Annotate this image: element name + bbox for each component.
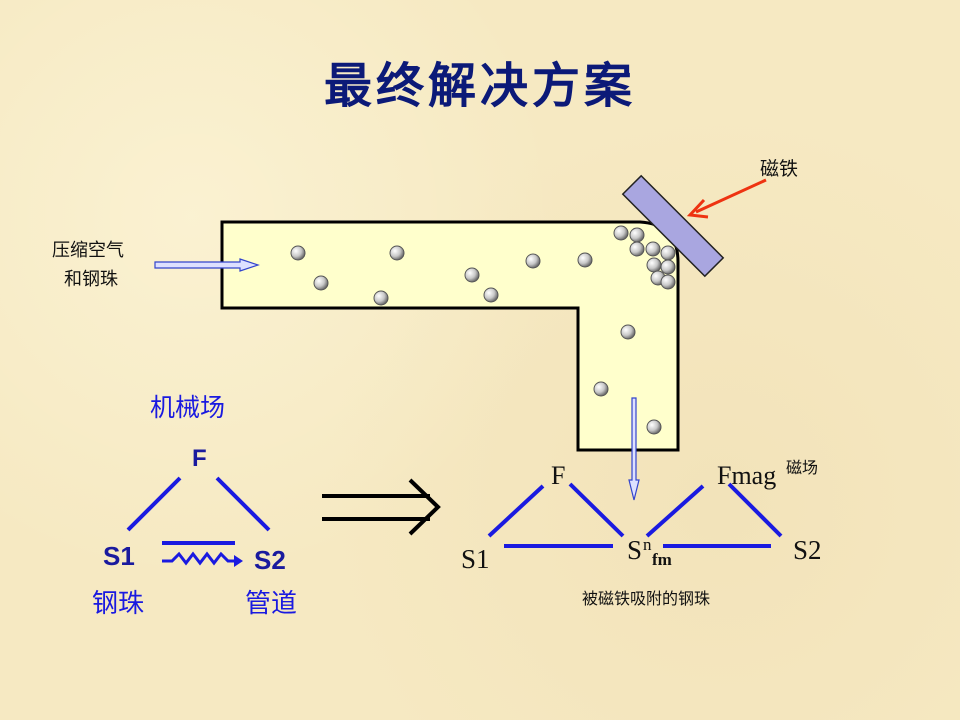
steel-ball	[629, 227, 645, 243]
steel-ball	[525, 253, 541, 269]
steel-ball	[645, 241, 661, 257]
steel-ball	[620, 324, 636, 340]
substance-s2: S2	[254, 545, 286, 575]
steel-balls	[290, 225, 676, 435]
right-s1: S1	[461, 544, 490, 574]
steel-ball	[660, 245, 676, 261]
snfm-sub: fm	[652, 550, 672, 569]
harmful-effect-wavy-arrow	[162, 551, 236, 566]
steel-ball	[593, 381, 609, 397]
s1-name: 钢珠	[92, 589, 144, 619]
magnet-label: 磁铁	[760, 158, 798, 180]
transform-arrow	[322, 478, 441, 536]
caption-attracted-balls: 被磁铁吸附的钢珠	[582, 589, 710, 608]
steel-ball	[646, 419, 662, 435]
s2-name: 管道	[245, 589, 297, 619]
inlet-arrow	[154, 258, 260, 272]
steel-ball	[613, 225, 629, 241]
magnet-pointer-arrowhead	[686, 198, 709, 219]
link-s1-f-right	[487, 484, 545, 538]
steel-ball	[660, 259, 676, 275]
link-f-snfm	[568, 482, 625, 538]
steel-ball	[290, 245, 306, 261]
steel-ball	[373, 290, 389, 306]
magnet-pointer-arrow	[695, 178, 767, 214]
link-f-s2	[215, 476, 271, 532]
slide-title: 最终解决方案	[324, 58, 636, 114]
inlet-label-line1: 压缩空气	[52, 240, 124, 261]
steel-ball	[483, 287, 499, 303]
link-s1-f	[126, 476, 182, 532]
snfm-sup: n	[643, 535, 652, 554]
steel-ball	[629, 241, 645, 257]
right-f: F	[551, 461, 565, 490]
pipe	[220, 220, 680, 452]
steel-ball	[313, 275, 329, 291]
inlet-label-line2: 和钢珠	[64, 269, 118, 290]
steel-ball	[577, 252, 593, 268]
steel-ball	[389, 245, 405, 261]
steel-ball	[646, 257, 662, 273]
down-arrow	[628, 397, 640, 501]
magnet	[621, 174, 725, 278]
steel-ball	[464, 267, 480, 283]
snfm-base: S	[627, 535, 642, 565]
right-s2: S2	[793, 535, 822, 565]
link-snfm-fmag	[645, 484, 705, 538]
mechanical-field-label: 机械场	[150, 393, 225, 422]
link-fmag-s2	[727, 482, 783, 538]
magnetic-field-label: 磁场	[786, 458, 818, 477]
substance-s1: S1	[103, 541, 135, 571]
steel-ball	[660, 274, 676, 290]
fmag: Fmag	[717, 461, 776, 490]
wavy-arrowhead	[234, 555, 243, 567]
field-f: F	[192, 445, 207, 472]
